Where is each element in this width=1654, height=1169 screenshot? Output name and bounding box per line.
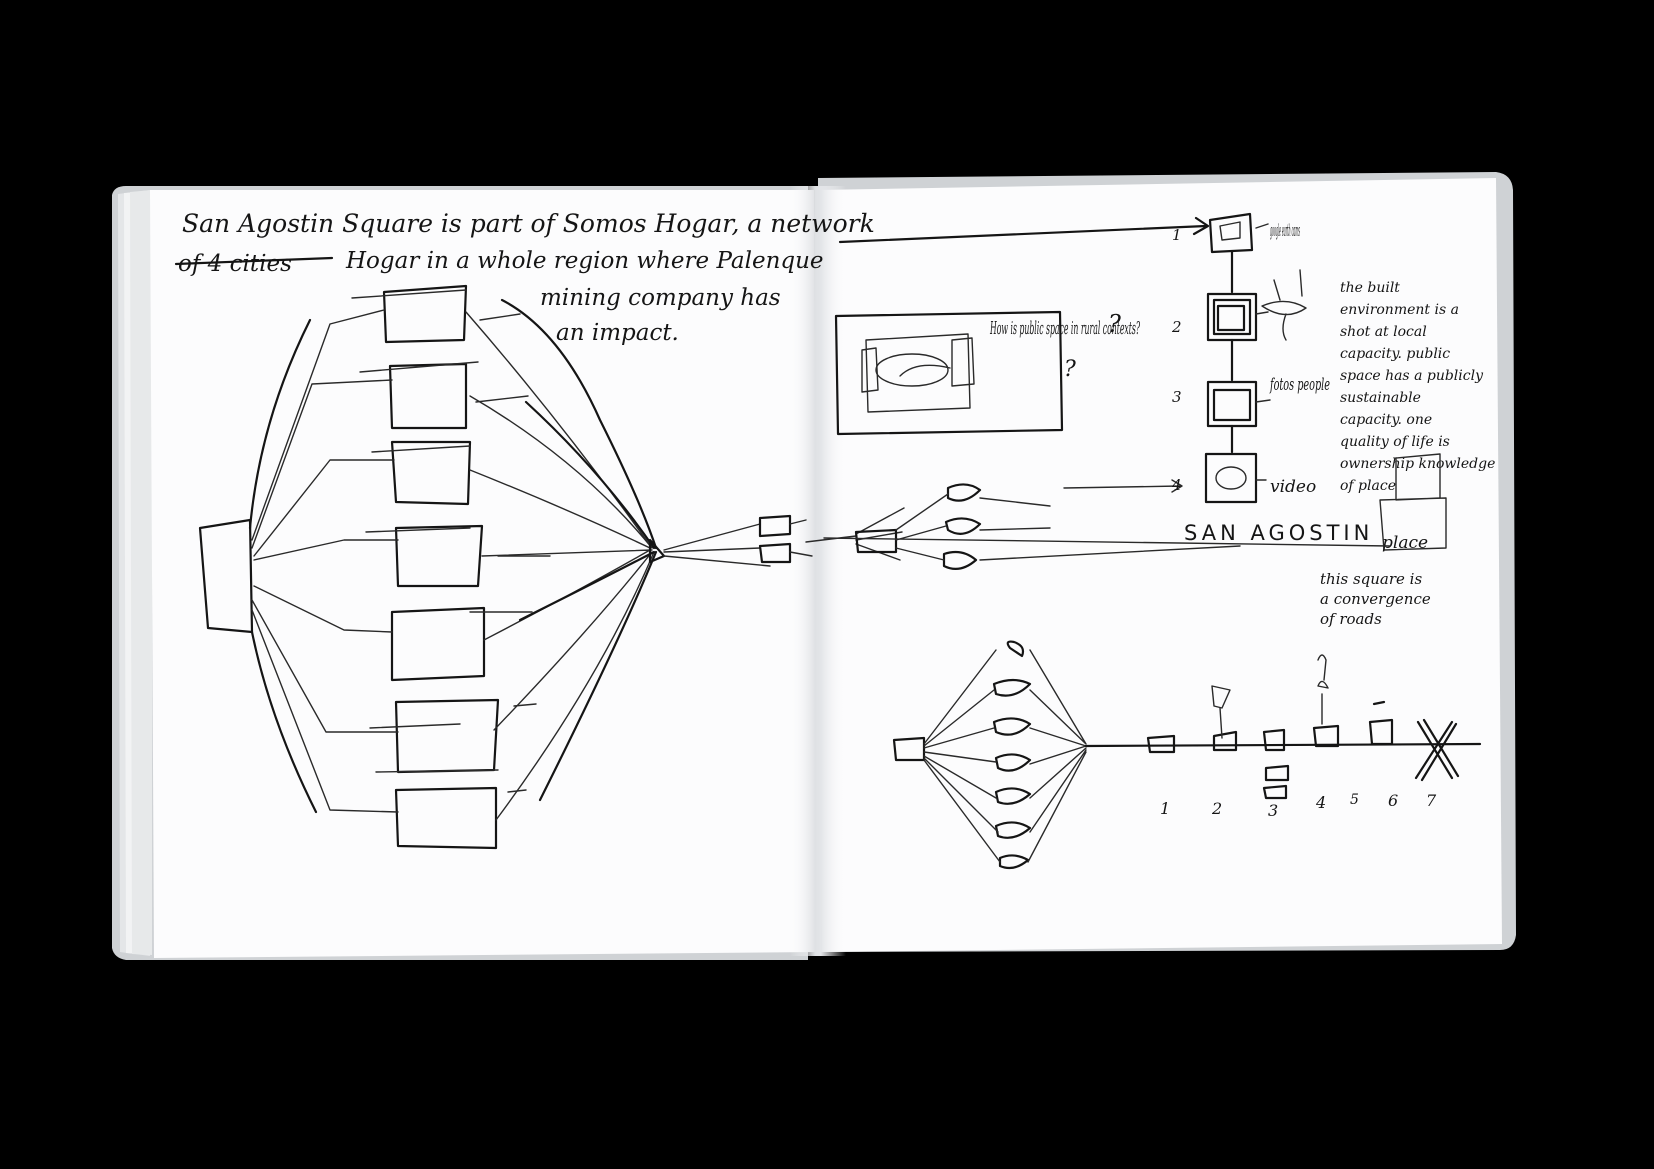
google-earth-box	[1208, 212, 1254, 254]
margin-note: the built environment is a shot at local ca…	[1261, 269, 1495, 551]
note-line: quality of life is	[1340, 434, 1450, 450]
note-line: environment is a	[1340, 302, 1459, 318]
node-box-4	[394, 524, 484, 588]
timeline-number-5: 5	[1350, 792, 1359, 808]
node-box-3	[390, 440, 472, 506]
note-line: of place	[1340, 478, 1396, 494]
left-page	[150, 190, 818, 958]
margin-note-text: the built environment is a shot at local ca…	[1340, 280, 1495, 494]
network-diagram-lower	[892, 640, 1482, 870]
note-line: a convergence	[1320, 590, 1431, 608]
node-box-1	[382, 284, 468, 344]
public-space-sketch	[834, 310, 1064, 436]
timeline-number-3: 3	[1268, 801, 1278, 820]
place-title-suffix: place	[1382, 533, 1428, 553]
timeline-number-1: 1	[1160, 799, 1170, 818]
note-line: this square is	[1320, 570, 1422, 588]
source-number-4: 4	[1171, 476, 1182, 494]
network-diagram-center	[805, 483, 1391, 571]
source-label-3: fotos people	[1269, 375, 1330, 395]
right-page	[818, 178, 1502, 952]
small-node-pair	[758, 514, 792, 564]
note-line-4: an impact.	[556, 320, 679, 346]
network-diagram-left	[198, 284, 813, 850]
source-number-2: 2	[1171, 318, 1182, 336]
source-number-1: 1	[1172, 226, 1182, 244]
strike-through	[174, 256, 334, 266]
note-line: of roads	[1320, 610, 1382, 628]
question-mark-1: ?	[1108, 310, 1121, 338]
left-page-notes: San Agostin Square is part of Somos Hoga…	[174, 209, 875, 346]
gutter-shadow	[790, 186, 846, 956]
source-chain	[1063, 212, 1271, 504]
top-arrow	[838, 216, 1210, 244]
question-mark-2: ?	[1064, 357, 1076, 382]
note-line: capacity. one	[1340, 412, 1432, 428]
note-line: capacity. public	[1340, 346, 1450, 362]
timeline-number-7: 7	[1426, 791, 1437, 810]
note-line: ownership knowledge	[1340, 456, 1495, 472]
square-note-text: this square is a convergence of roads	[1320, 570, 1431, 628]
video-box-4	[1204, 452, 1258, 504]
node-box-7	[394, 786, 498, 850]
source-number-3: 3	[1172, 388, 1182, 406]
note-line: sustainable	[1340, 390, 1421, 406]
node-box-5	[390, 606, 486, 682]
note-line-3: mining company has	[540, 285, 781, 311]
note-line: the built	[1340, 280, 1400, 296]
note-line-1: San Agostin Square is part of Somos Hoga…	[182, 209, 875, 238]
timeline-number-4: 4	[1315, 793, 1326, 812]
timeline-number-2: 2	[1211, 799, 1222, 818]
timeline-number-6: 6	[1388, 791, 1398, 810]
place-title: SAN AGOSTIN	[1184, 521, 1373, 545]
question-text-line: How is public space in rural contexts?	[990, 318, 1141, 339]
note-line-2: Hogar in a whole region where Palenque	[345, 248, 824, 274]
source-label-1: google earth cams	[1270, 221, 1300, 241]
timeline-numbers: 1 2 3 4 5 6 7	[1160, 791, 1437, 820]
note-line: shot at local	[1340, 324, 1427, 340]
note-line: space has a publicly	[1340, 368, 1484, 384]
source-label-4: video	[1270, 477, 1316, 497]
